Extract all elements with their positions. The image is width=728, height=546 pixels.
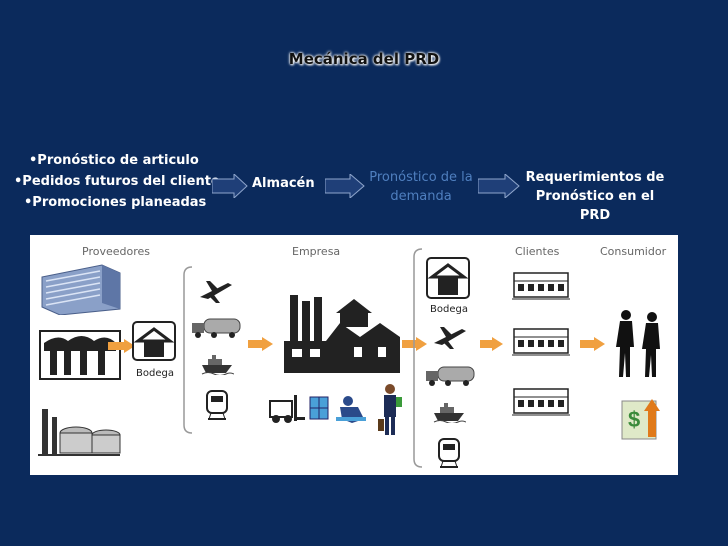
warehouse-icon [426,257,470,299]
office-building-icon [41,264,121,315]
airplane-icon [434,327,466,349]
airplane-icon [200,281,232,303]
supply-chain-panel: Proveedores Empresa Clientes Consumidor [30,235,678,475]
ship-icon [433,403,466,423]
money-growth-icon: $ [621,399,660,440]
businessman-icon [378,384,402,435]
forklift-icon [269,395,305,423]
store-icon [512,272,570,300]
inputs-list: •Pronóstico de articulo •Pedidos futuros… [14,150,220,213]
factory-icon [284,295,400,373]
flow-arrow-3 [478,174,520,198]
svg-text:$: $ [628,407,640,432]
tanker-truck-icon [192,318,241,338]
factory-smoke-icon [39,330,121,380]
consumidor-label: Consumidor [600,245,667,258]
store-icon [512,388,570,416]
flow-arrow-1 [212,174,248,198]
train-icon [438,438,460,468]
empresa-label: Empresa [292,245,341,258]
warehouse-icon [132,321,176,361]
orange-arrow-icon [108,339,135,353]
store-icon [512,328,570,356]
flow-arrow-2 [325,174,365,198]
bracket-right-icon [413,248,423,468]
consumers-icon [616,310,660,377]
refinery-icon [38,409,121,456]
requerimientos-label: Requerimientos de Pronóstico en el PRD [525,170,665,223]
orange-arrow-icon [480,337,503,351]
tanker-truck-icon [426,366,475,386]
bodega-left-label: Bodega [136,368,174,379]
pronostico-demanda-label: Pronóstico de la demanda [369,170,473,204]
worker-icon [336,396,366,423]
boxes-icon [309,396,329,420]
train-icon [206,390,228,420]
orange-arrow-icon [580,337,605,351]
bracket-left-icon [183,266,193,434]
almacen-label: Almacén [252,176,315,191]
input-item-pedidos: •Pedidos futuros del cliente [14,174,220,189]
clientes-label: Clientes [515,245,560,258]
ship-icon [201,355,234,375]
page-title: Mecánica del PRD [288,50,440,68]
proveedores-label: Proveedores [82,245,150,258]
input-item-pronostico: •Pronóstico de articulo [29,153,199,168]
input-item-promociones: •Promociones planeadas [24,195,207,210]
bodega-right-label: Bodega [430,304,468,315]
orange-arrow-icon [248,337,273,351]
